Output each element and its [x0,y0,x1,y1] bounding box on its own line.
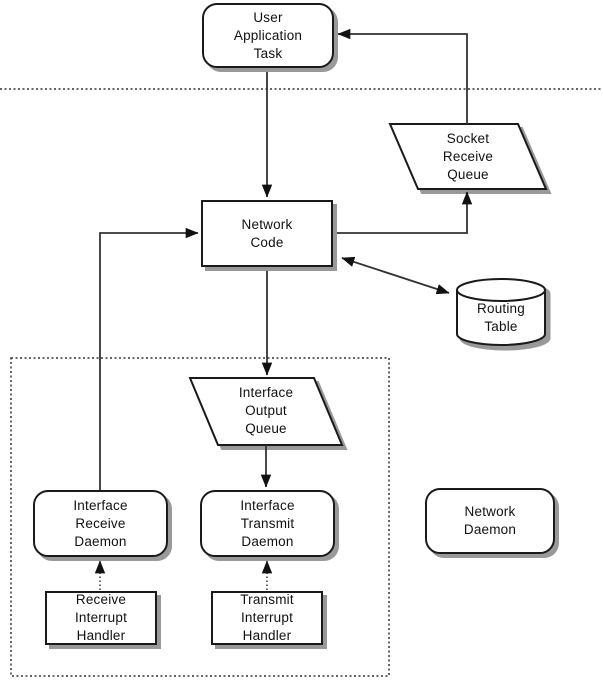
node-user-application-task-label: User Application Task [233,9,303,61]
node-network-daemon-label: Network Daemon [463,504,517,537]
node-interface-receive-daemon-label: Interface Receive Daemon [73,497,128,549]
node-transmit-interrupt-handler: Transmit Interrupt Handler [211,591,323,645]
node-interface-transmit-daemon: Interface Transmit Daemon [200,490,335,557]
socket-receive-queue-shape [388,123,548,190]
node-socket-receive-queue: Socket Receive Queue [403,126,533,187]
node-interface-output-queue-label: Interface Output Queue [238,385,294,436]
interface-output-queue-shape [188,377,344,446]
node-receive-interrupt-handler-label: Receive Interrupt Handler [74,592,128,643]
node-transmit-interrupt-handler-label: Transmit Interrupt Handler [240,592,294,643]
routing-table-shape [456,278,546,346]
node-routing-table-label: Routing Table [477,300,525,334]
edge-interface-receive-daemon-to-network-code [99,227,199,490]
node-interface-receive-daemon: Interface Receive Daemon [33,490,168,557]
node-network-code: Network Code [201,200,333,267]
node-network-daemon: Network Daemon [425,488,555,554]
node-interface-transmit-daemon-label: Interface Transmit Daemon [240,497,295,549]
node-socket-receive-queue-label: Socket Receive Queue [442,130,494,182]
node-receive-interrupt-handler: Receive Interrupt Handler [45,591,157,645]
dotted-boundary-box [10,357,390,677]
routing-table-rim [456,289,546,302]
node-network-code-label: Network Code [241,216,293,250]
edge-socket-receive-queue-to-user-application-task [337,28,468,124]
node-interface-output-queue: Interface Output Queue [201,379,331,443]
edge-network-code-routing-table-bidirectional [341,256,450,295]
edge-network-code-to-socket-receive-queue [333,191,473,234]
node-user-application-task: User Application Task [202,3,334,68]
node-routing-table: Routing Table [457,294,545,341]
